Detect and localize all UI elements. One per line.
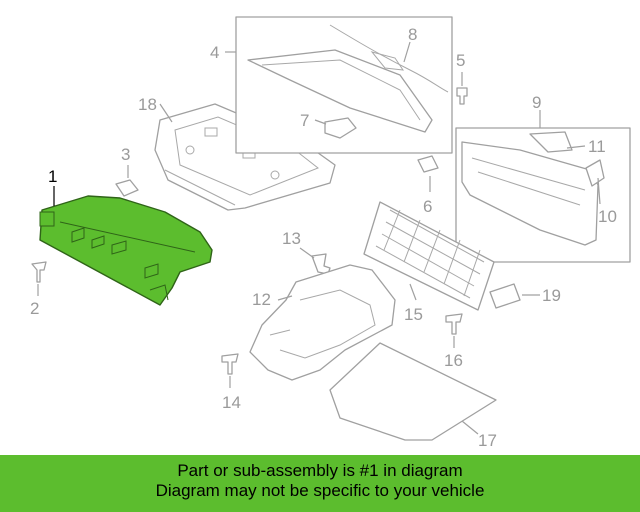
callout-10: 10 — [598, 207, 617, 226]
part-4-assembly-frame[interactable] — [235, 16, 453, 154]
callout-5: 5 — [456, 51, 465, 70]
callout-3: 3 — [121, 145, 130, 164]
callout-11: 11 — [588, 137, 606, 156]
callout-14: 14 — [222, 393, 241, 412]
callout-13: 13 — [282, 229, 301, 248]
callout-12: 12 — [252, 290, 271, 309]
part-6-clip[interactable] — [417, 155, 439, 173]
part-19-lamp[interactable] — [489, 283, 521, 309]
part-17-floor-mat[interactable] — [329, 342, 497, 441]
part-5-clip[interactable] — [456, 87, 468, 105]
part-13-clip[interactable] — [311, 253, 331, 275]
callout-2: 2 — [30, 299, 39, 318]
callout-6: 6 — [423, 197, 432, 216]
banner-line-2: Diagram may not be specific to your vehi… — [155, 481, 485, 500]
callout-7: 7 — [300, 111, 309, 130]
callout-4: 4 — [210, 43, 219, 62]
callout-15: 15 — [404, 305, 423, 324]
part-14-clip[interactable] — [221, 353, 239, 375]
callout-16: 16 — [444, 351, 463, 370]
part-18-package-tray[interactable] — [154, 103, 336, 211]
part-15-cargo-net[interactable] — [363, 201, 495, 311]
info-banner: Part or sub-assembly is #1 in diagram Di… — [0, 455, 640, 512]
callout-19: 19 — [542, 286, 561, 305]
parts-diagram: 18 4 8 7 5 9 11 10 6 3 — [30, 16, 631, 450]
callout-1: 1 — [48, 167, 57, 186]
part-2-clip[interactable] — [31, 261, 47, 283]
banner-line-1: Part or sub-assembly is #1 in diagram — [177, 461, 463, 480]
part-9-trim-frame[interactable] — [455, 127, 631, 263]
part-1-rear-shelf-highlighted[interactable] — [39, 195, 213, 306]
callout-17: 17 — [478, 431, 497, 450]
callout-9: 9 — [532, 93, 541, 112]
callout-18: 18 — [138, 95, 157, 114]
callout-8: 8 — [408, 25, 417, 44]
part-12-side-trim[interactable] — [249, 264, 396, 381]
part-16-clip[interactable] — [445, 313, 463, 335]
part-3-bracket[interactable] — [115, 179, 139, 197]
